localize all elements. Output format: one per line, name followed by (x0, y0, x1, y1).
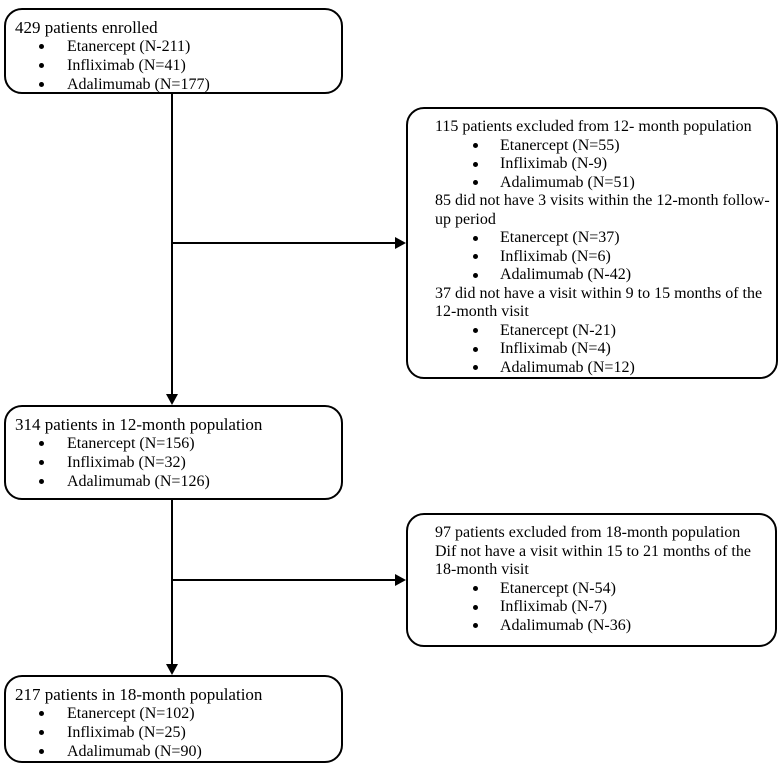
arrowhead-down-to-12month-icon (166, 394, 178, 405)
bullet-item: Etanercept (N=102) (15, 704, 333, 723)
bullet-dot-icon (473, 604, 478, 610)
bullet-dot-icon (473, 623, 478, 629)
excluded-12month-heading-3: 37 did not have a visit within 9 to 15 m… (435, 284, 763, 321)
bullet-item: Infliximab (N=6) (435, 248, 770, 267)
bullet-label: Etanercept (N=102) (67, 705, 195, 722)
bullet-label: Adalimumab (N=126) (67, 473, 210, 490)
bullet-label: Adalimumab (N=12) (500, 358, 635, 376)
connector-branch-excluded18-line (172, 579, 396, 581)
arrowhead-right-to-excluded18-icon (395, 574, 406, 586)
population-18month-title: 217 patients in 18-month population (15, 685, 263, 704)
bullet-item: Infliximab (N=32) (15, 453, 333, 472)
bullet-item: Adalimumab (N=51) (435, 174, 770, 193)
bullet-item: Etanercept (N-211) (15, 37, 333, 56)
connector-enrolled-to-12month-line (171, 94, 173, 395)
bullet-item: Etanercept (N-54) (435, 580, 769, 599)
bullet-dot-icon (39, 441, 44, 446)
bullet-label: Infliximab (N-9) (500, 155, 608, 172)
bullet-label: Adalimumab (N=51) (500, 173, 635, 191)
bullet-label: Infliximab (N=41) (67, 57, 186, 74)
bullet-label: Adalimumab (N-42) (500, 266, 632, 283)
bullet-label: Etanercept (N-21) (500, 321, 616, 339)
excluded-18month-heading-2: Dif not have a visit within 15 to 21 mon… (435, 542, 751, 579)
bullet-label: Adalimumab (N=90) (67, 743, 202, 760)
bullet-dot-icon (473, 328, 478, 334)
bullet-label: Infliximab (N=32) (67, 454, 186, 471)
population-12month-title: 314 patients in 12-month population (15, 415, 263, 434)
arrowhead-right-to-excluded12-icon (395, 237, 406, 249)
excluded-12month-box: 115 patients excluded from 12- month pop… (406, 107, 778, 379)
bullet-dot-icon (39, 44, 44, 49)
bullet-item: Adalimumab (N=177) (15, 75, 333, 94)
bullet-dot-icon (473, 254, 478, 260)
bullet-label: Infliximab (N-7) (500, 598, 608, 615)
bullet-dot-icon (39, 479, 44, 484)
population-18month-box: 217 patients in 18-month population Etan… (4, 675, 343, 763)
bullet-label: Infliximab (N=25) (67, 724, 186, 741)
excluded-12month-heading-1: 115 patients excluded from 12- month pop… (435, 118, 752, 135)
bullet-dot-icon (473, 272, 478, 278)
bullet-item: Infliximab (N-7) (435, 598, 769, 617)
enrolled-title: 429 patients enrolled (15, 18, 158, 37)
bullet-item: Adalimumab (N-36) (435, 617, 769, 636)
arrowhead-down-to-18month-icon (166, 664, 178, 675)
bullet-dot-icon (39, 749, 44, 754)
bullet-dot-icon (39, 730, 44, 735)
connector-12month-to-18month-line (171, 500, 173, 666)
bullet-label: Etanercept (N-211) (67, 38, 191, 55)
bullet-label: Adalimumab (N-36) (500, 616, 632, 634)
enrolled-box: 429 patients enrolled Etanercept (N-211)… (4, 8, 343, 94)
connector-branch-excluded12-line (172, 242, 396, 244)
bullet-label: Adalimumab (N=177) (67, 76, 210, 93)
bullet-item: Infliximab (N=25) (15, 723, 333, 742)
population-12month-box: 314 patients in 12-month population Etan… (4, 405, 343, 500)
excluded-18month-heading-1: 97 patients excluded from 18-month popul… (435, 524, 741, 541)
bullet-item: Etanercept (N=37) (435, 229, 770, 248)
bullet-item: Infliximab (N-9) (435, 155, 770, 174)
bullet-dot-icon (473, 143, 478, 149)
bullet-item: Infliximab (N=41) (15, 56, 333, 75)
bullet-dot-icon (473, 161, 478, 167)
bullet-dot-icon (39, 460, 44, 465)
bullet-item: Etanercept (N=55) (435, 137, 770, 156)
bullet-label: Etanercept (N=55) (500, 136, 620, 154)
bullet-item: Etanercept (N=156) (15, 434, 333, 453)
bullet-item: Adalimumab (N-42) (435, 266, 770, 285)
bullet-item: Infliximab (N=4) (435, 340, 770, 359)
bullet-label: Infliximab (N=4) (500, 340, 611, 357)
bullet-dot-icon (473, 365, 478, 371)
bullet-item: Adalimumab (N=12) (435, 359, 770, 378)
bullet-dot-icon (39, 63, 44, 68)
bullet-label: Etanercept (N=37) (500, 229, 620, 246)
excluded-18month-box: 97 patients excluded from 18-month popul… (406, 513, 777, 647)
bullet-dot-icon (473, 346, 478, 352)
bullet-label: Infliximab (N=6) (500, 247, 611, 265)
excluded-12month-heading-2: 85 did not have 3 visits within the 12-m… (435, 192, 770, 228)
bullet-item: Etanercept (N-21) (435, 322, 770, 341)
bullet-item: Adalimumab (N=90) (15, 742, 333, 761)
bullet-label: Etanercept (N=156) (67, 435, 195, 452)
bullet-dot-icon (39, 82, 44, 87)
bullet-dot-icon (473, 235, 478, 241)
bullet-dot-icon (473, 180, 478, 186)
bullet-dot-icon (473, 586, 478, 592)
bullet-dot-icon (39, 711, 44, 716)
bullet-label: Etanercept (N-54) (500, 579, 616, 597)
bullet-item: Adalimumab (N=126) (15, 472, 333, 491)
